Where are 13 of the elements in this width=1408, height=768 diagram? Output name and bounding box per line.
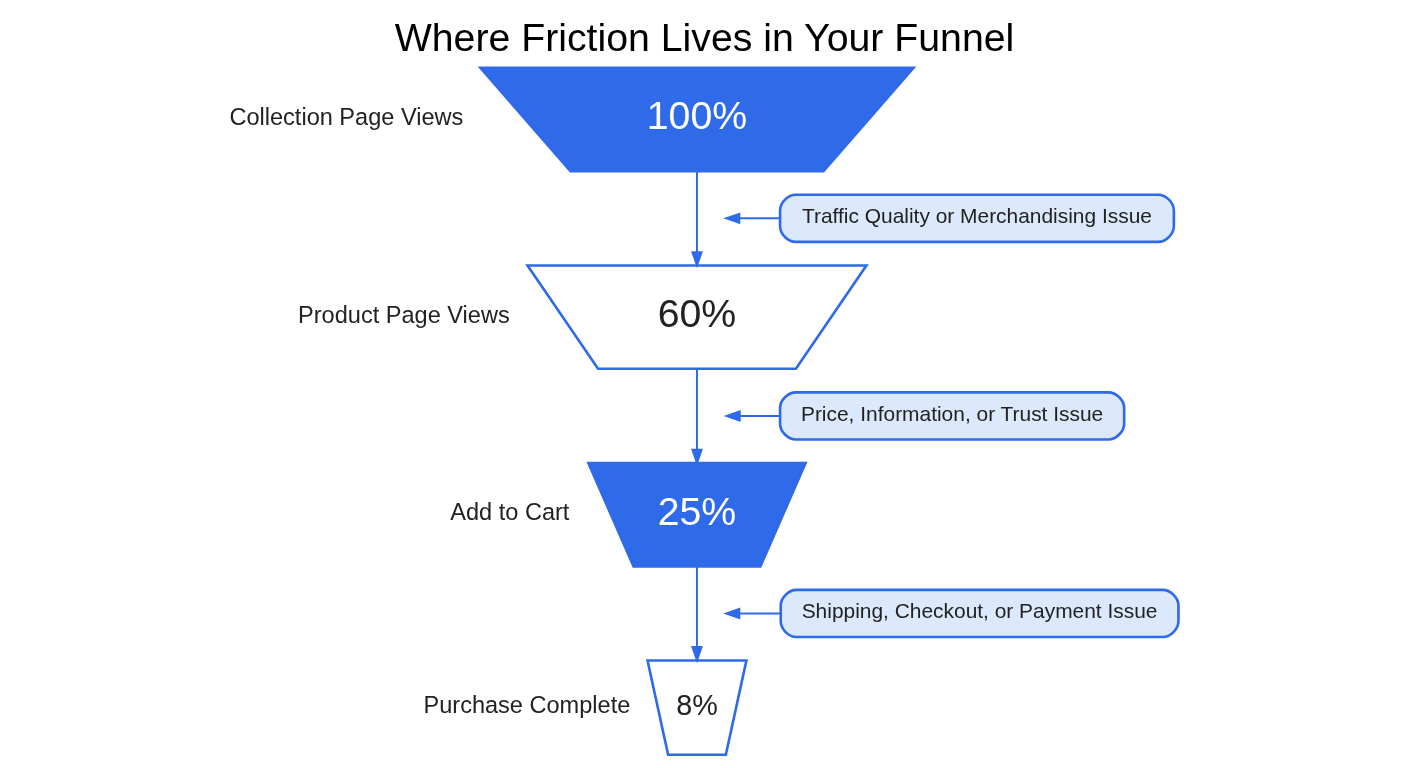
node-label: Purchase Complete bbox=[422, 691, 630, 718]
arrow bbox=[722, 211, 781, 224]
arrow bbox=[690, 170, 703, 268]
node-label: Product Page Views bbox=[297, 301, 510, 328]
node-box: Price, Information, or Trust Issue bbox=[778, 390, 1125, 441]
arrow bbox=[722, 607, 782, 619]
arrow bbox=[723, 409, 781, 422]
node-box: Traffic Quality or Merchandising Issue bbox=[778, 193, 1175, 243]
node-box: Shipping, Checkout, or Payment Issue bbox=[778, 588, 1180, 638]
node-label: Add to Cart bbox=[449, 498, 569, 525]
node-label: Collection Page Views bbox=[228, 103, 463, 130]
diagram-title: Where Friction Lives in Your Funnel bbox=[394, 14, 1014, 59]
arrow bbox=[690, 565, 703, 663]
